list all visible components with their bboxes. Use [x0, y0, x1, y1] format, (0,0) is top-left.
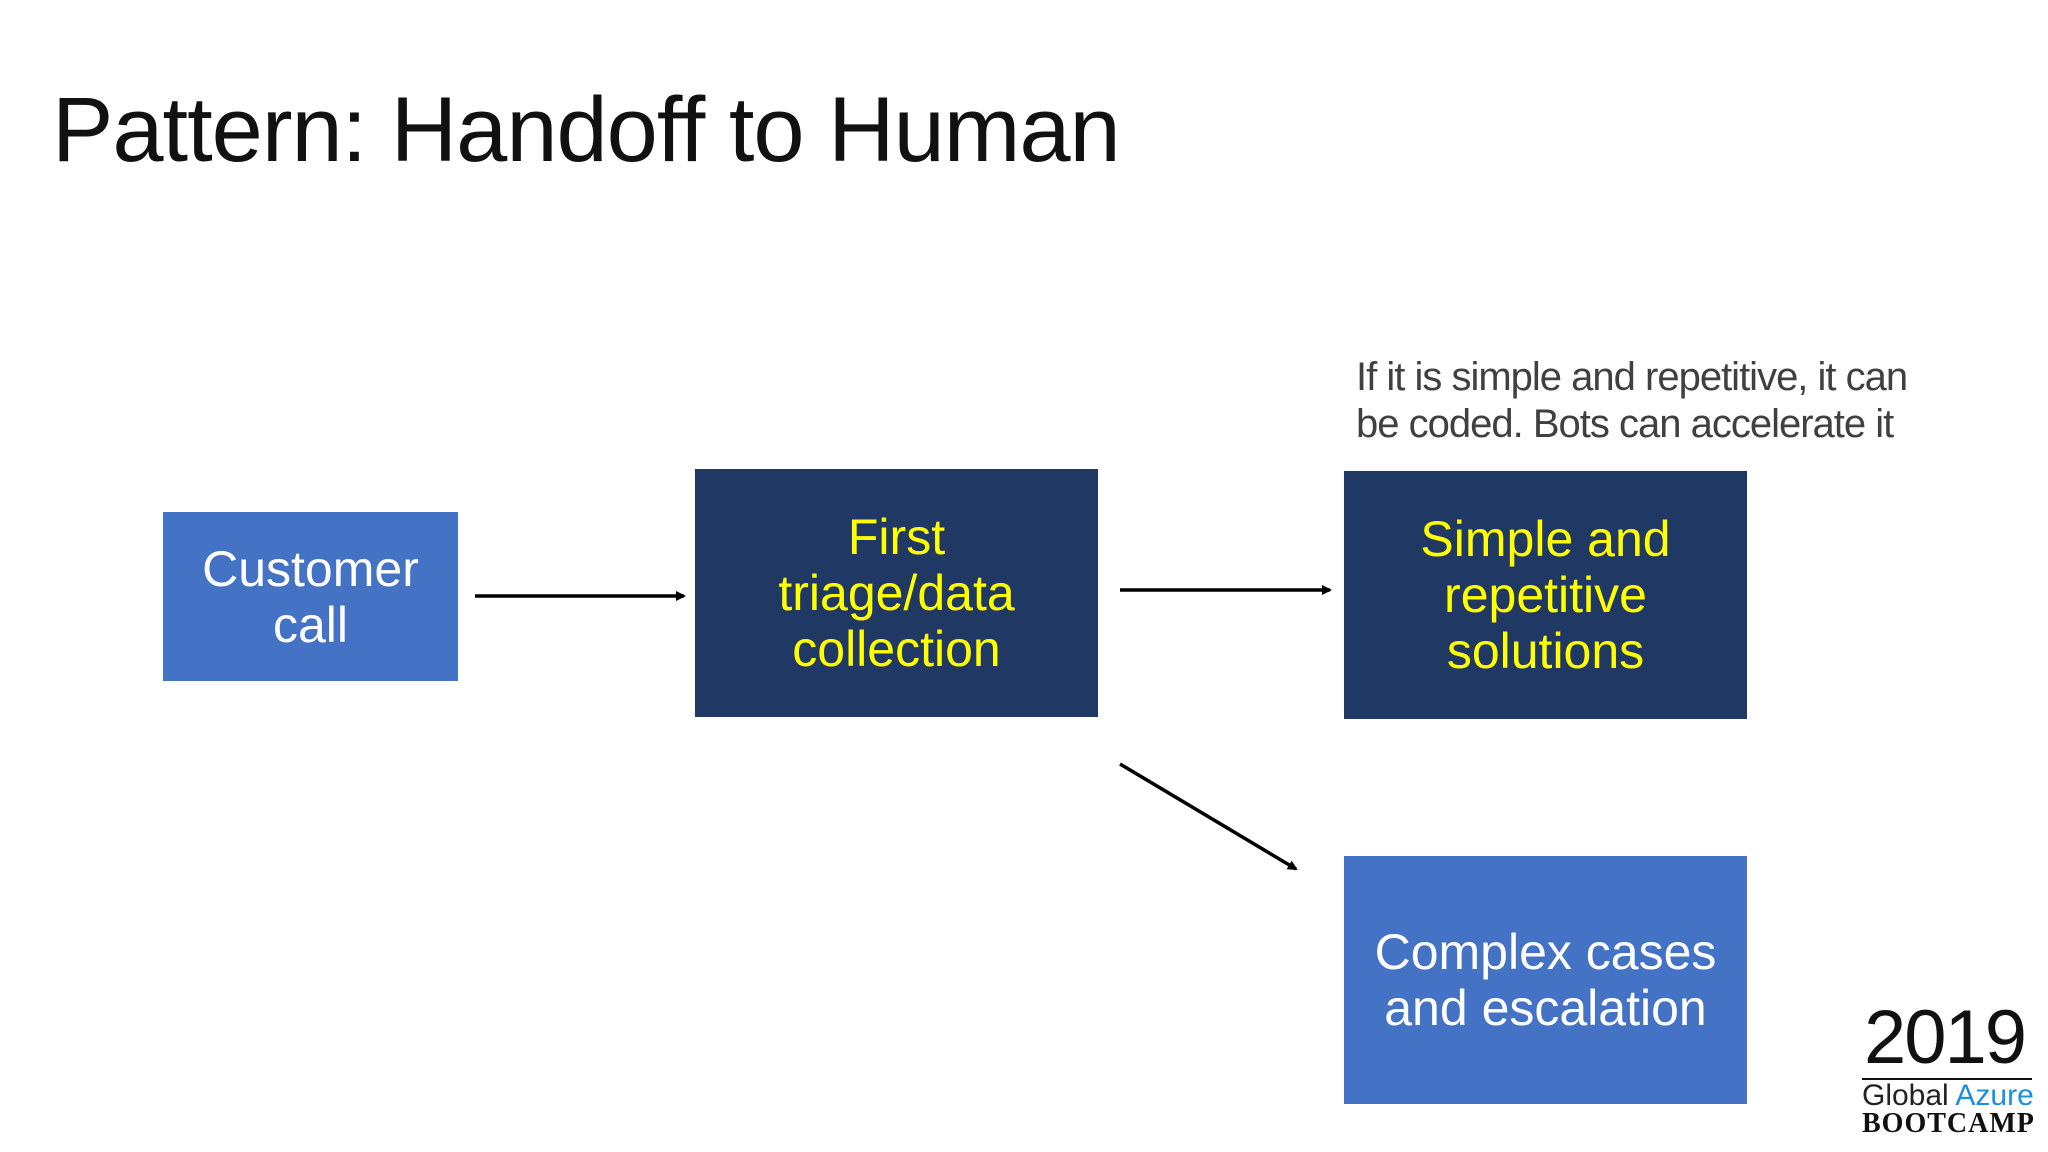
simple-repetitive-box: Simple and repetitive solutions — [1344, 471, 1747, 719]
logo-bootcamp-text: BOOTCAMP — [1862, 1108, 2035, 1139]
arrow-triage-to-complex — [1119, 762, 1298, 871]
customer-call-label: Customer call — [202, 540, 419, 653]
logo-global-text: Global — [1862, 1079, 1949, 1112]
first-triage-label: First triage/data collection — [778, 509, 1015, 677]
logo-azure-text: Azure — [1955, 1079, 2034, 1112]
complex-cases-label: Complex cases and escalation — [1374, 924, 1717, 1036]
customer-call-box: Customer call — [163, 512, 458, 681]
logo-divider — [1862, 1078, 2032, 1080]
slide-title: Pattern: Handoff to Human — [52, 79, 1121, 181]
global-azure-bootcamp-logo: 2019 Global Azure BOOTCAMP — [1856, 998, 2036, 1138]
simple-repetitive-note: If it is simple and repetitive, it can b… — [1356, 354, 1956, 448]
first-triage-box: First triage/data collection — [695, 469, 1098, 717]
complex-cases-box: Complex cases and escalation — [1344, 856, 1747, 1104]
note-text: If it is simple and repetitive, it can b… — [1356, 355, 1908, 446]
simple-repetitive-label: Simple and repetitive solutions — [1420, 511, 1671, 679]
logo-global-azure: Global Azure — [1862, 1080, 2034, 1112]
logo-year: 2019 — [1864, 995, 2027, 1080]
